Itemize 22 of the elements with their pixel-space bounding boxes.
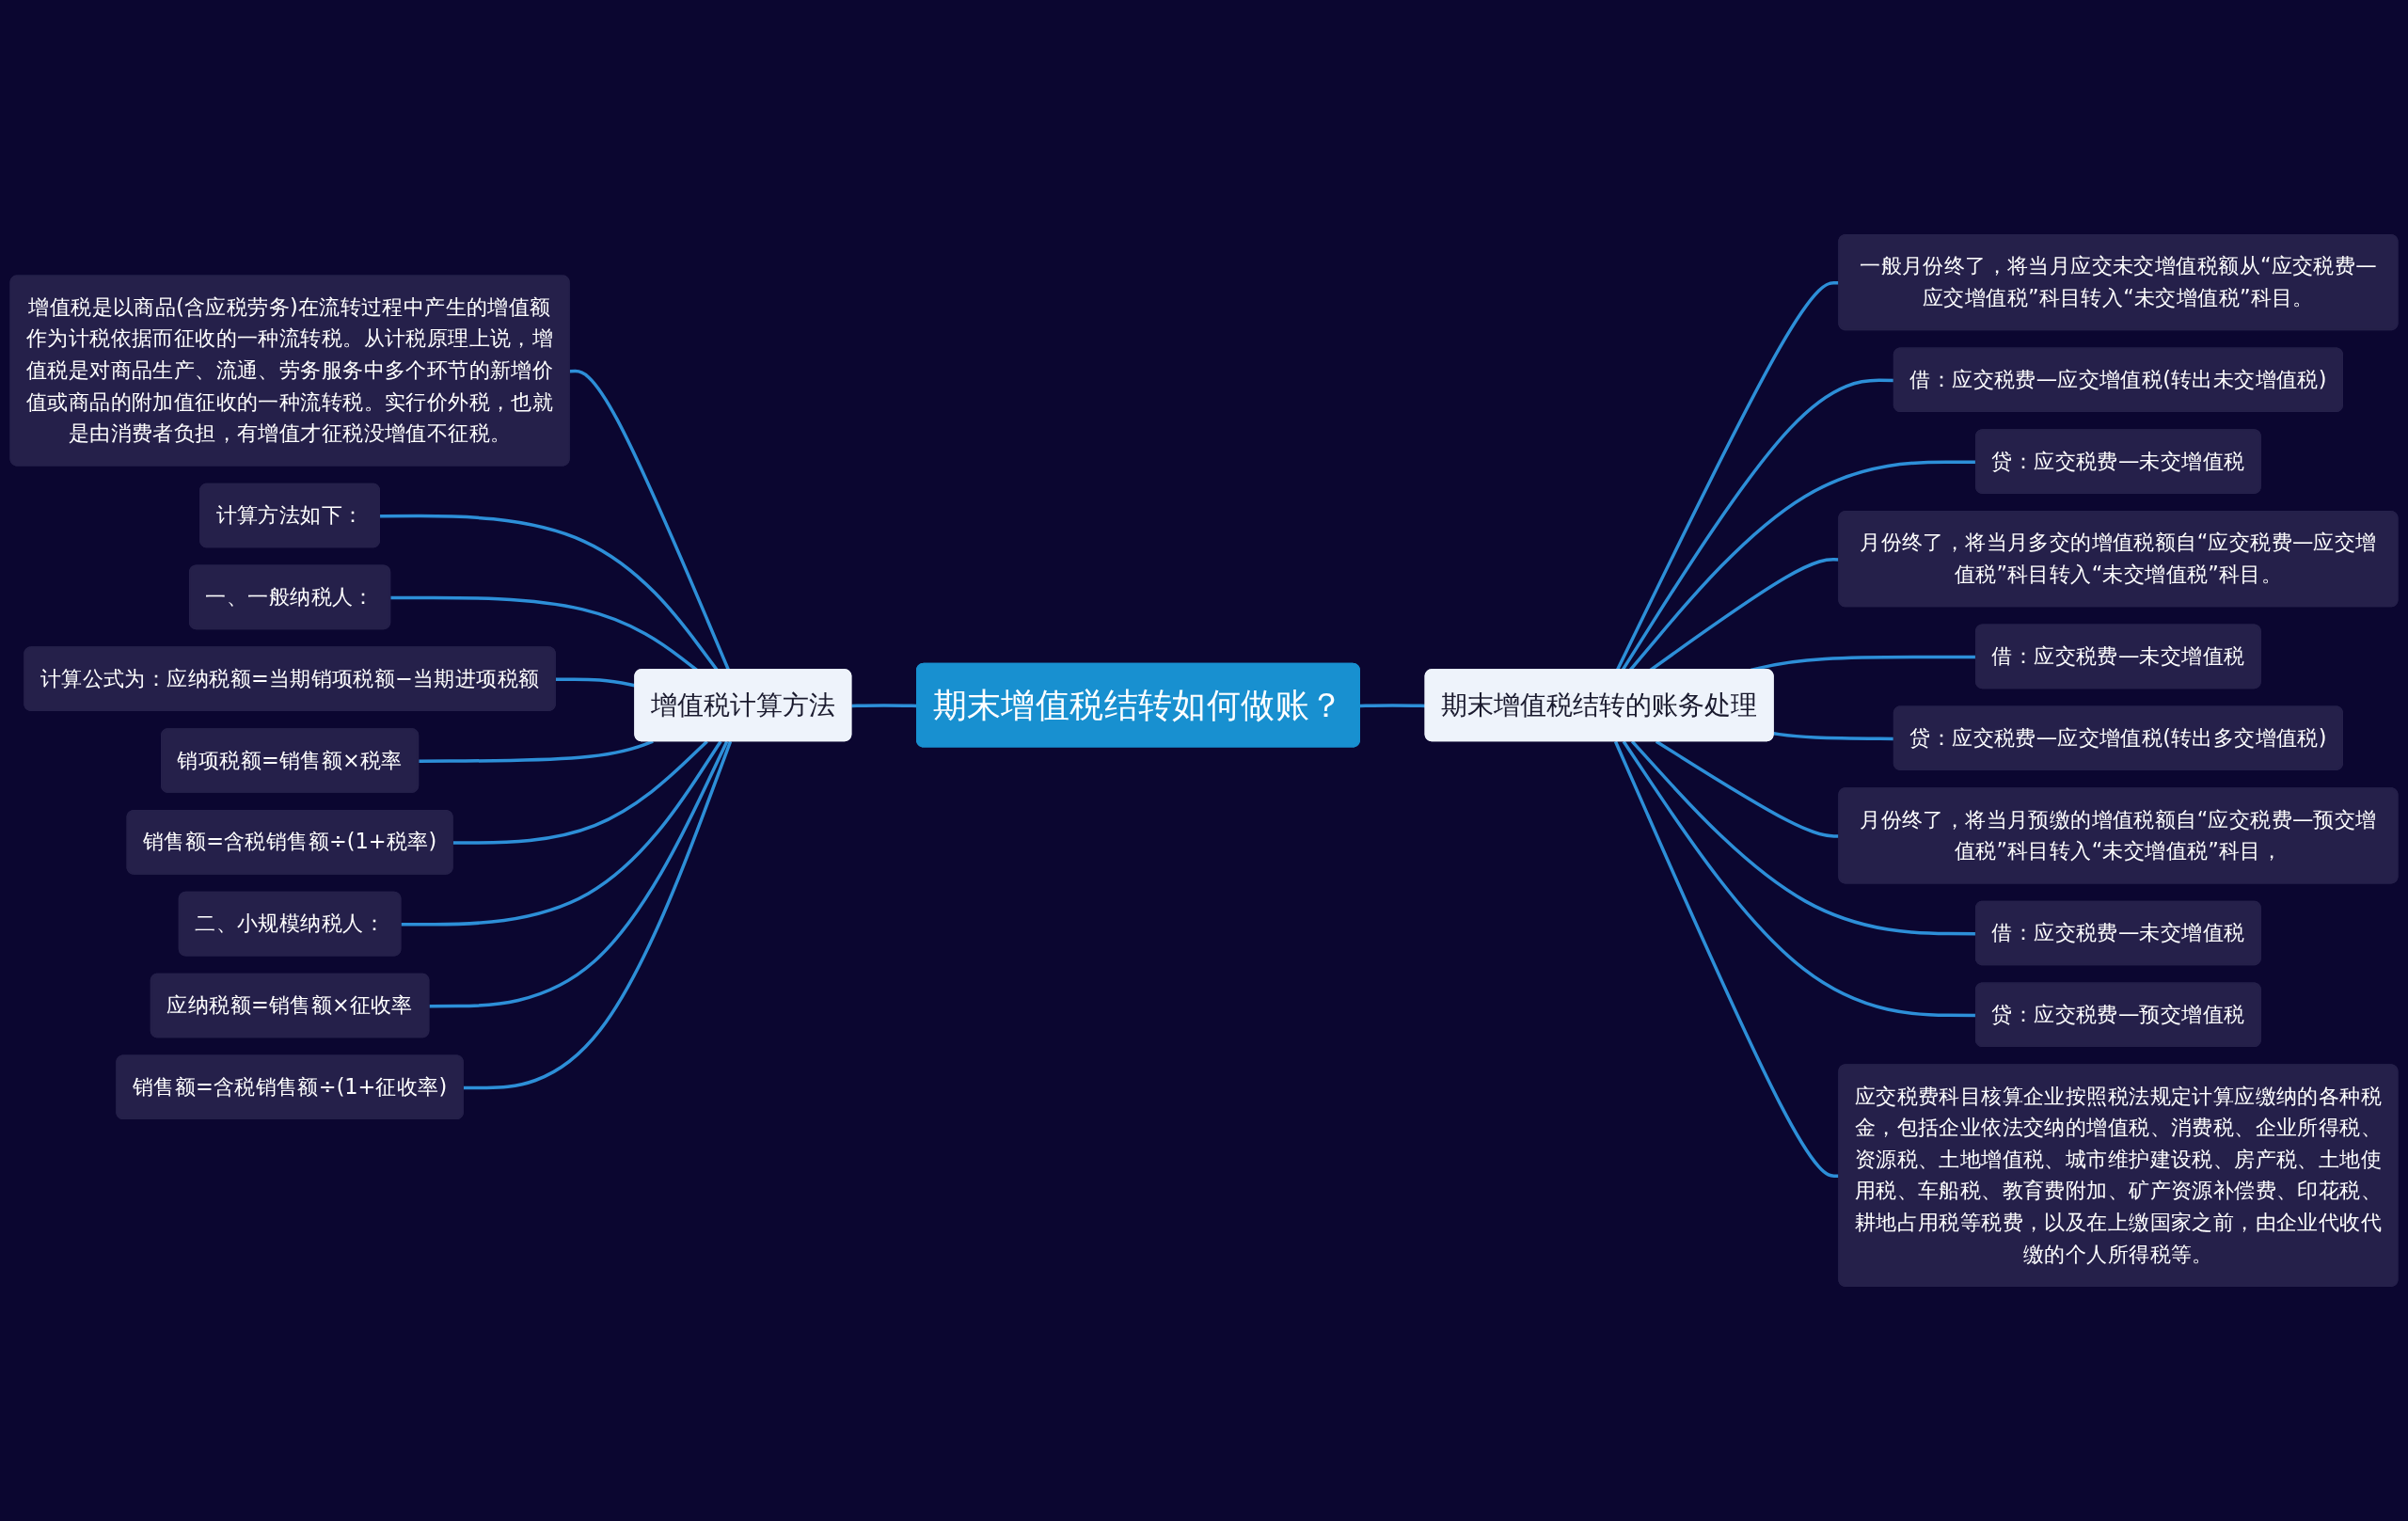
subtopic-box: 借：应交税费—未交增值税 (1974, 624, 2261, 689)
subtopic-box: 计算方法如下： (199, 483, 381, 548)
subtopic-box: 应纳税额=销售额×征收率 (150, 973, 430, 1038)
subtopic-box: 应交税费科目核算企业按照税法规定计算应缴纳的各种税金，包括企业依法交纳的增值税、消费税、企业所得税、资源税、土地增值税、城市维护建设税、房产税、土地使用税、车船税、教育费附加、矿产资源补偿费、印花税、耕地占用税等税费，以及在上缴国家之前，由企业代收代缴的个人所得税等。 (1838, 1064, 2399, 1287)
subtopic-box: 贷：应交税费—应交增值税(转出多交增值税) (1893, 705, 2343, 770)
subtopic-box: 借：应交税费—应交增值税(转出未交增值税) (1893, 347, 2343, 413)
subtopic-box: 二、小规模纳税人： (178, 891, 402, 957)
subtopic-box: 一、一般纳税人： (188, 564, 391, 630)
subtopic-box: 贷：应交税费—预交增值税 (1974, 982, 2261, 1048)
branch-topic-box: 期末增值税结转的账务处理 (1424, 669, 1774, 742)
subtopic-box: 贷：应交税费—未交增值税 (1974, 429, 2261, 494)
subtopic-box: 借：应交税费—未交增值税 (1974, 900, 2261, 966)
subtopic-box: 月份终了，将当月多交的增值税额自“应交税费—应交增值税”科目转入“未交增值税”科目。 (1838, 511, 2399, 608)
subtopic-box: 销售额=含税销售额÷(1+征收率) (116, 1054, 464, 1120)
subtopic-box: 销售额=含税销售额÷(1+税率) (126, 810, 453, 875)
subtopic-box: 计算公式为：应纳税额=当期销项税额−当期进项税额 (24, 646, 556, 711)
subtopic-box: 一般月份终了，将当月应交未交增值税额从“应交税费—应交增值税”科目转入“未交增值税”科目。 (1838, 234, 2399, 331)
central-topic-box: 期末增值税结转如何做账？ (916, 662, 1360, 748)
subtopic-box: 月份终了，将当月预缴的增值税额自“应交税费—预交增值税”科目转入“未交增值税”科目， (1838, 787, 2399, 884)
subtopic-box: 增值税是以商品(含应税劳务)在流转过程中产生的增值额作为计税依据而征收的一种流转税。从计税原理上说，增值税是对商品生产、流通、劳务服务中多个环节的新增价值或商品的附加值征收的一种流转税。实行价外税，也就是由消费者负担，有增值才征税没增值不征税。 (9, 275, 570, 467)
branch-topic-box: 增值税计算方法 (634, 669, 852, 742)
subtopic-box: 销项税额=销售额×税率 (161, 728, 420, 793)
